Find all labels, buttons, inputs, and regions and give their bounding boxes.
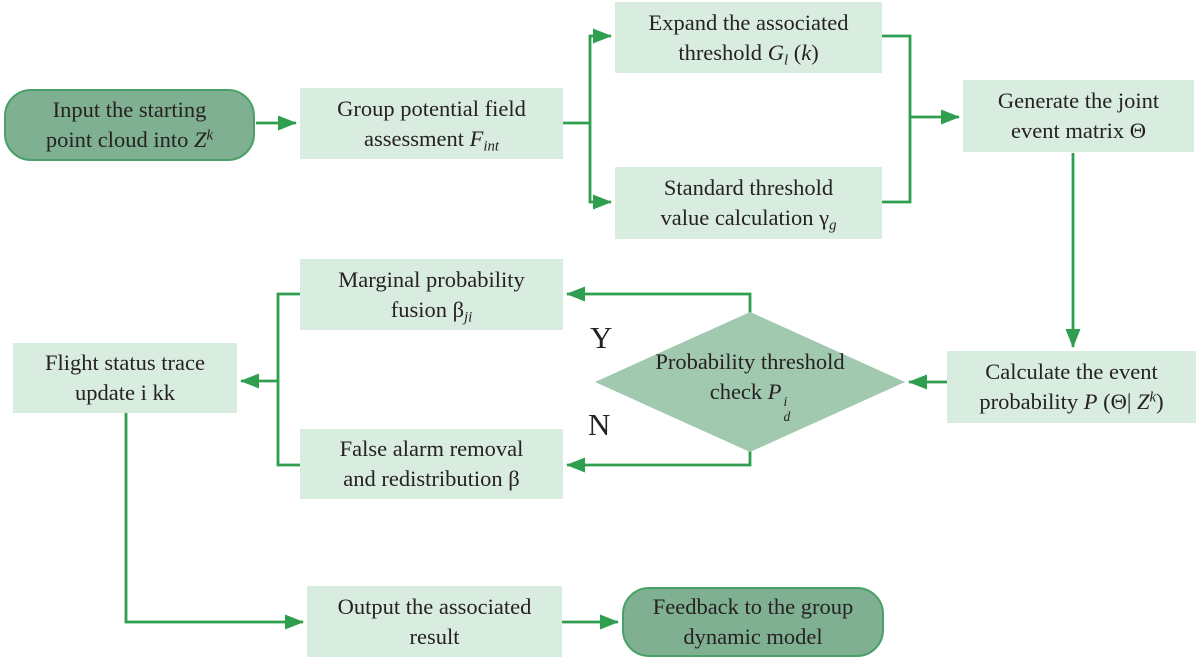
node-text: Calculate the event xyxy=(985,359,1158,384)
connector-decision-yes-to-marginal xyxy=(566,286,752,313)
node-text: point cloud into xyxy=(45,127,194,152)
decision-diamond-shape xyxy=(595,312,905,452)
node-marginal-fusion: Marginal probability fusion βji xyxy=(300,259,563,330)
node-text: dynamic model xyxy=(683,624,823,649)
node-text: Feedback to the group xyxy=(652,594,854,619)
node-output-result: Output the associated result xyxy=(307,586,562,657)
node-text-line: result xyxy=(410,622,460,652)
node-text-line: Standard threshold xyxy=(664,173,833,203)
math-var: P xyxy=(767,379,782,404)
math-var: F xyxy=(469,125,484,151)
node-text: Generate the joint xyxy=(997,88,1160,113)
node-calculate-probability: Calculate the event probability P (Θ| Zk… xyxy=(947,351,1196,423)
node-group-assessment: Group potential field assessment Fint xyxy=(300,88,563,159)
math-sub: l xyxy=(783,51,789,68)
node-text: Standard threshold xyxy=(663,175,834,200)
node-text: ) xyxy=(1156,389,1164,414)
node-standard-threshold: Standard threshold value calculation γg xyxy=(615,167,882,239)
node-flight-status-update: Flight status trace update i kk xyxy=(13,343,237,413)
node-text: probability xyxy=(979,389,1084,414)
node-text: assessment xyxy=(363,125,470,151)
node-text: result xyxy=(409,623,460,649)
connector-flight-to-output xyxy=(124,413,304,630)
node-text: update i kk xyxy=(75,380,175,405)
math-sup: i xyxy=(783,394,788,410)
node-text-line: dynamic model xyxy=(683,622,822,652)
math-sub: d xyxy=(783,408,791,424)
connector-expand-merge xyxy=(882,34,912,117)
node-text-line: point cloud into Zk xyxy=(46,125,213,155)
math-sub: g xyxy=(829,217,837,234)
node-text-line: Expand the associated xyxy=(649,8,849,38)
math-var: G xyxy=(767,39,784,65)
connector-branch-to-standard xyxy=(588,123,612,210)
node-text: False alarm removal xyxy=(339,436,524,461)
node-text: check xyxy=(709,379,768,404)
math-var: P xyxy=(1083,389,1098,414)
node-text-line: and redistribution β xyxy=(343,464,519,494)
node-feedback-model: Feedback to the group dynamic model xyxy=(622,587,884,657)
node-expand-threshold: Expand the associated threshold Gl (k) xyxy=(615,2,882,73)
node-text-line: fusion βji xyxy=(391,295,473,325)
node-text-line: Calculate the event xyxy=(985,357,1157,387)
node-text: Output the associated xyxy=(337,593,532,619)
connector-false-alarm-merge xyxy=(276,381,300,467)
math-sub: int xyxy=(483,137,500,154)
connector-branch-to-expand xyxy=(588,28,612,123)
node-text-line: Group potential field xyxy=(337,94,526,124)
node-text: Flight status trace xyxy=(45,350,205,375)
branch-label-no: N xyxy=(588,407,611,442)
node-text-line: event matrix Θ xyxy=(1011,116,1146,146)
node-text: fusion xyxy=(390,296,453,322)
connector-standard-merge xyxy=(882,117,912,204)
node-text: Input the starting xyxy=(52,97,207,122)
node-text: Expand the associated xyxy=(648,9,849,35)
node-text-line: False alarm removal xyxy=(340,434,524,464)
node-generate-matrix: Generate the joint event matrix Θ xyxy=(963,80,1194,152)
node-text: and redistribution β xyxy=(343,466,520,491)
node-text: value calculation xyxy=(660,205,820,230)
node-text-line: Flight status trace xyxy=(45,348,205,378)
math-var: Z xyxy=(194,127,207,152)
node-text: threshold xyxy=(678,39,768,65)
node-text: Marginal probability xyxy=(338,266,525,292)
node-text-line: Probability threshold xyxy=(618,347,882,377)
node-text-line: Output the associated xyxy=(338,592,532,622)
node-text-line: update i kk xyxy=(75,378,175,408)
node-text-line: Generate the joint xyxy=(998,86,1159,116)
math-sup: k xyxy=(206,127,214,144)
math-var: β xyxy=(452,296,465,322)
node-text: Probability threshold xyxy=(655,349,845,374)
math-var: k xyxy=(801,39,812,65)
node-text-line: value calculation γg xyxy=(660,203,836,233)
node-text-line: Marginal probability xyxy=(338,265,524,295)
node-input-start: Input the starting point cloud into Zk xyxy=(4,89,255,161)
math-var: Z xyxy=(1137,389,1150,414)
node-text-line: threshold Gl (k) xyxy=(678,38,818,68)
node-false-alarm-removal: False alarm removal and redistribution β xyxy=(300,429,563,499)
math-sup: k xyxy=(1149,389,1157,406)
branch-label-yes: Y xyxy=(590,320,613,355)
math-sub: ji xyxy=(464,308,473,325)
node-text: (Θ| xyxy=(1097,389,1137,414)
connector-marginal-merge xyxy=(276,292,300,381)
node-text-line: assessment Fint xyxy=(364,124,499,154)
connector-decision-no-to-false-alarm xyxy=(566,451,752,473)
node-text: Group potential field xyxy=(337,95,526,121)
node-text: event matrix Θ xyxy=(1011,118,1146,143)
node-text-line: Input the starting xyxy=(53,95,207,125)
node-text-line: probability P (Θ| Zk) xyxy=(979,387,1163,417)
node-text: ( xyxy=(788,39,802,65)
node-text-line: Feedback to the group xyxy=(653,592,854,622)
node-text: ) xyxy=(811,39,819,65)
math-var: γ xyxy=(819,205,830,230)
